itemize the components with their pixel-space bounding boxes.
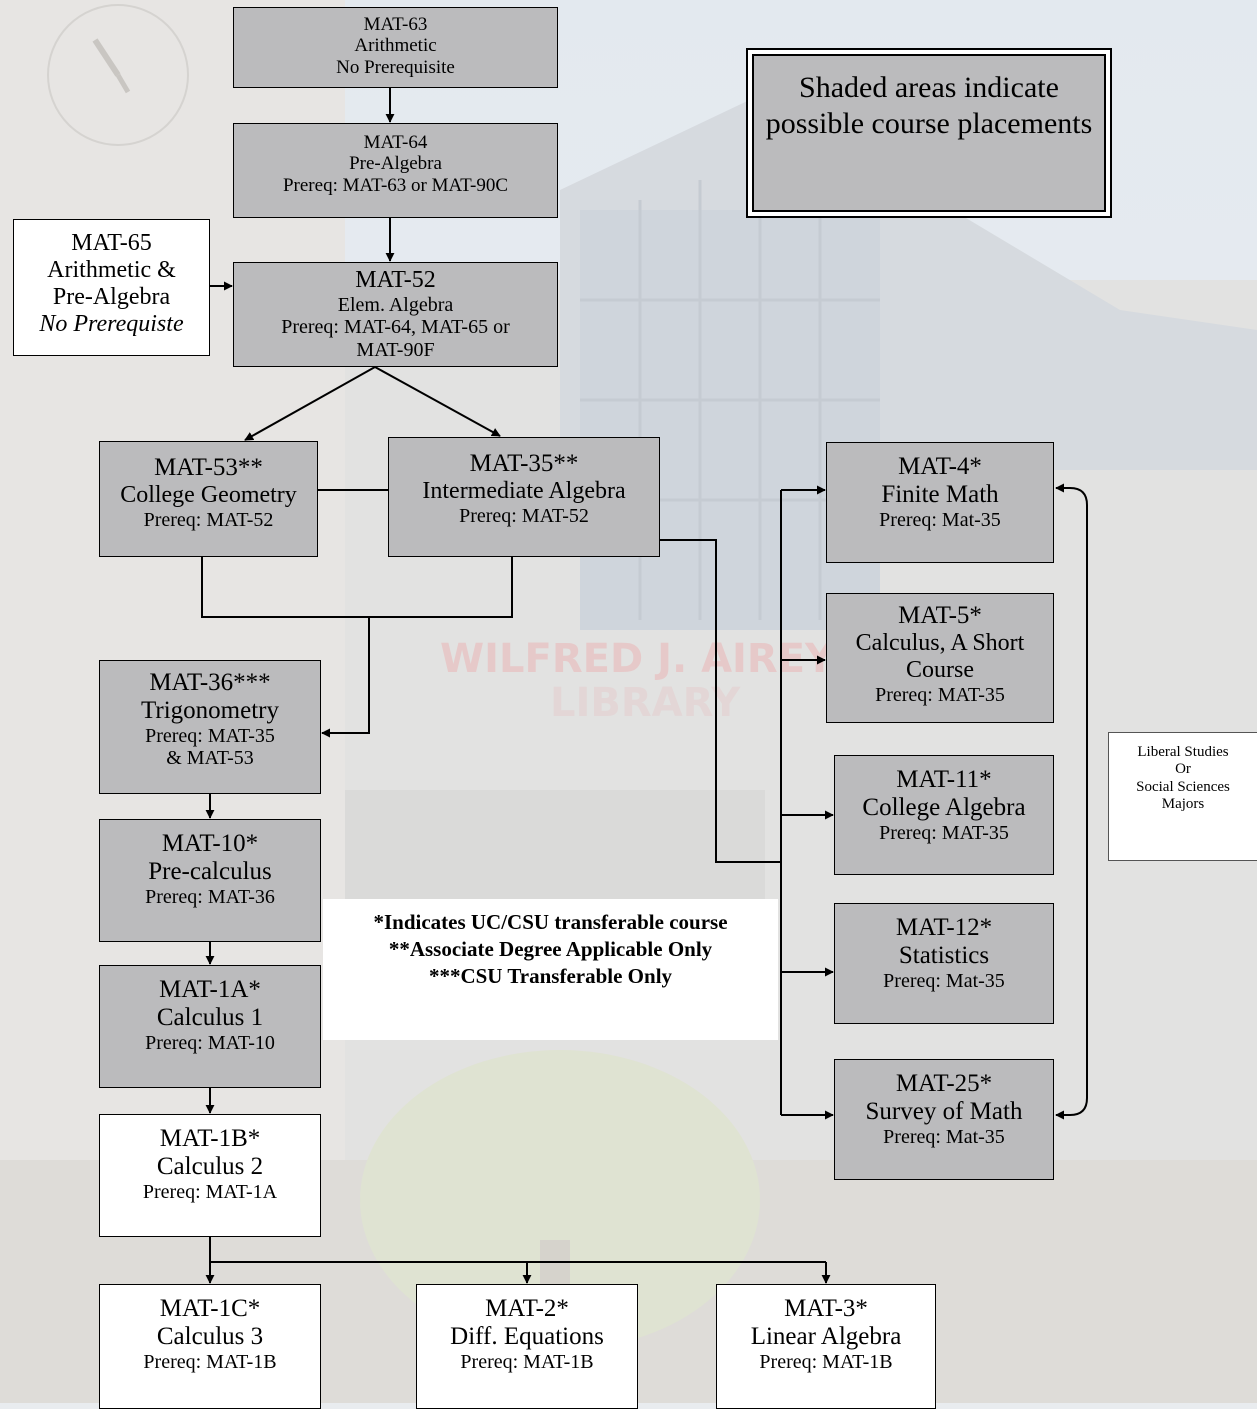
course-code: MAT-63: [363, 14, 428, 35]
course-code: MAT-12*: [895, 914, 993, 941]
course-prereq: Prereq: MAT-64, MAT-65 or: [281, 316, 510, 339]
course-prereq: Prereq: MAT-52: [143, 508, 274, 531]
course-prereq: Prereq: Mat-35: [883, 1126, 1005, 1148]
link-35-to-bus: [660, 539, 781, 863]
course-code: MAT-5*: [898, 602, 982, 629]
course-title: Pre-Algebra: [349, 153, 442, 175]
course-code: MAT-53**: [154, 454, 263, 481]
course-code: MAT-36***: [149, 669, 271, 696]
link-1b-branch: [209, 1237, 826, 1263]
note-associate-degree: **Associate Degree Applicable Only: [388, 936, 713, 961]
svg-text:LIBRARY: LIBRARY: [550, 680, 741, 726]
course-mat1c: MAT-1C* Calculus 3 Prereq: MAT-1B: [99, 1284, 321, 1409]
link-53-35-to-36: [201, 557, 513, 618]
arrow-4-25-bidirectional: [1055, 483, 1088, 1120]
course-prereq: Prereq: MAT-35: [145, 725, 275, 747]
course-title: Finite Math: [881, 481, 999, 508]
course-title: Diff. Equations: [450, 1323, 604, 1350]
course-prereq: Prereq: MAT-35: [875, 683, 1005, 706]
course-mat36: MAT-36*** Trigonometry Prereq: MAT-35 & …: [99, 660, 321, 794]
course-mat4: MAT-4* Finite Math Prereq: Mat-35: [826, 442, 1054, 563]
course-code: MAT-3*: [784, 1295, 868, 1322]
course-title: Calculus 3: [156, 1323, 264, 1350]
course-title: Arithmetic: [354, 35, 437, 57]
course-prereq: Prereq: MAT-1B: [460, 1351, 594, 1373]
course-code: MAT-4*: [898, 453, 982, 480]
course-mat5: MAT-5* Calculus, A Short Course Prereq: …: [826, 593, 1054, 723]
majors-line-3: Social Sciences: [1136, 778, 1230, 795]
course-title: Pre-calculus: [148, 858, 272, 885]
course-mat53: MAT-53** College Geometry Prereq: MAT-52: [99, 441, 318, 557]
course-mat35: MAT-35** Intermediate Algebra Prereq: MA…: [388, 437, 660, 557]
course-prereq: Prereq: MAT-1B: [759, 1351, 893, 1373]
course-mat12: MAT-12* Statistics Prereq: Mat-35: [834, 903, 1054, 1024]
course-code: MAT-64: [363, 132, 428, 153]
course-prereq: Prereq: MAT-52: [459, 504, 589, 527]
course-prereq: Prereq: MAT-10: [145, 1032, 275, 1054]
course-mat63: MAT-63 Arithmetic No Prerequisite: [233, 7, 558, 88]
course-mat52: MAT-52 Elem. Algebra Prereq: MAT-64, MAT…: [233, 262, 558, 367]
majors-line-4: Majors: [1161, 795, 1205, 812]
course-title: Calculus, A Short: [855, 630, 1025, 656]
shading-legend: Shaded areas indicate possible course pl…: [746, 48, 1112, 218]
course-prereq: Prereq: MAT-35: [879, 822, 1009, 844]
majors-line-1: Liberal Studies: [1137, 744, 1229, 760]
course-code: MAT-1B*: [159, 1125, 261, 1152]
majors-note: Liberal Studies Or Social Sciences Major…: [1108, 732, 1257, 861]
course-code: MAT-10*: [161, 830, 259, 857]
course-mat64: MAT-64 Pre-Algebra Prereq: MAT-63 or MAT…: [233, 123, 558, 218]
course-prereq: Prereq: MAT-63 or MAT-90C: [282, 174, 508, 196]
arrow-52-to-53: [244, 366, 376, 441]
course-code: MAT-2*: [485, 1295, 569, 1322]
course-mat2: MAT-2* Diff. Equations Prereq: MAT-1B: [416, 1284, 638, 1409]
course-prereq: No Prerequiste: [39, 310, 184, 337]
course-mat25: MAT-25* Survey of Math Prereq: Mat-35: [834, 1059, 1054, 1180]
transfer-notes: *Indicates UC/CSU transferable course **…: [323, 899, 778, 1040]
course-code: MAT-1A*: [159, 976, 261, 1003]
course-mat3: MAT-3* Linear Algebra Prereq: MAT-1B: [716, 1284, 936, 1409]
svg-text:WILFRED J. AIREY: WILFRED J. AIREY: [440, 636, 835, 682]
course-title: Trigonometry: [141, 697, 279, 724]
course-prereq-line2: MAT-90F: [356, 338, 435, 361]
course-code: MAT-35**: [469, 450, 579, 477]
course-title: Arithmetic &: [47, 256, 176, 283]
course-code: MAT-1C*: [159, 1295, 261, 1322]
course-prereq: Prereq: Mat-35: [879, 509, 1001, 531]
course-title: Elem. Algebra: [337, 293, 454, 316]
course-title: Linear Algebra: [750, 1323, 902, 1350]
course-title: College Algebra: [862, 794, 1026, 821]
course-code: MAT-52: [355, 267, 436, 293]
legend-text: Shaded areas indicate possible course pl…: [752, 54, 1106, 212]
course-prereq-line2: & MAT-53: [166, 747, 254, 770]
course-title: Calculus 1: [156, 1004, 264, 1031]
course-code: MAT-65: [71, 230, 152, 256]
course-mat10: MAT-10* Pre-calculus Prereq: MAT-36: [99, 819, 321, 942]
course-prereq: Prereq: MAT-1A: [142, 1181, 278, 1203]
course-prereq: No Prerequisite: [336, 56, 455, 78]
course-mat65: MAT-65 Arithmetic & Pre-Algebra No Prere…: [13, 219, 210, 356]
majors-line-2: Or: [1175, 761, 1191, 778]
course-prereq: Prereq: Mat-35: [883, 970, 1005, 992]
course-mat1a: MAT-1A* Calculus 1 Prereq: MAT-10: [99, 965, 321, 1088]
note-uc-csu: *Indicates UC/CSU transferable course: [373, 910, 728, 934]
arrow-to-36: [321, 617, 370, 738]
note-csu-only: ***CSU Transferable Only: [428, 963, 673, 988]
course-title: Statistics: [898, 942, 990, 969]
course-prereq: Prereq: MAT-1B: [143, 1351, 277, 1373]
course-title: Survey of Math: [865, 1098, 1023, 1125]
arrow-52-to-35: [374, 366, 501, 437]
course-mat1b: MAT-1B* Calculus 2 Prereq: MAT-1A: [99, 1114, 321, 1237]
course-code: MAT-25*: [895, 1070, 993, 1097]
course-prereq: Prereq: MAT-36: [145, 886, 275, 908]
course-title: College Geometry: [120, 482, 297, 508]
course-title-line2: Course: [906, 656, 974, 683]
course-code: MAT-11*: [896, 766, 992, 793]
course-mat11: MAT-11* College Algebra Prereq: MAT-35: [834, 755, 1054, 875]
course-title-line2: Pre-Algebra: [52, 283, 171, 310]
course-title: Intermediate Algebra: [422, 478, 626, 504]
course-title: Calculus 2: [156, 1153, 264, 1180]
